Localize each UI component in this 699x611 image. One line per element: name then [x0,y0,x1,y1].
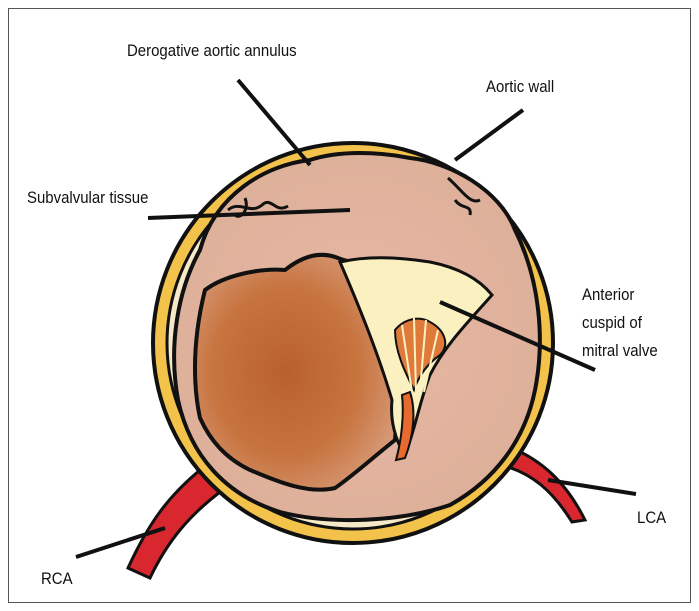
leader-aortic-wall [455,110,523,160]
label-anterior-cuspid-line1: Anterior [582,284,634,306]
label-aortic-wall: Aortic wall [486,76,554,98]
label-derogative-aortic-annulus: Derogative aortic annulus [127,40,297,62]
label-anterior-cuspid-line3: mitral valve [582,340,658,362]
label-subvalvular-tissue: Subvalvular tissue [27,187,148,209]
label-lca: LCA [637,507,666,529]
rca-artery [128,470,220,578]
label-rca: RCA [41,568,73,590]
label-anterior-cuspid-line2: cuspid of [582,312,642,334]
leader-derogative-annulus [238,80,310,165]
